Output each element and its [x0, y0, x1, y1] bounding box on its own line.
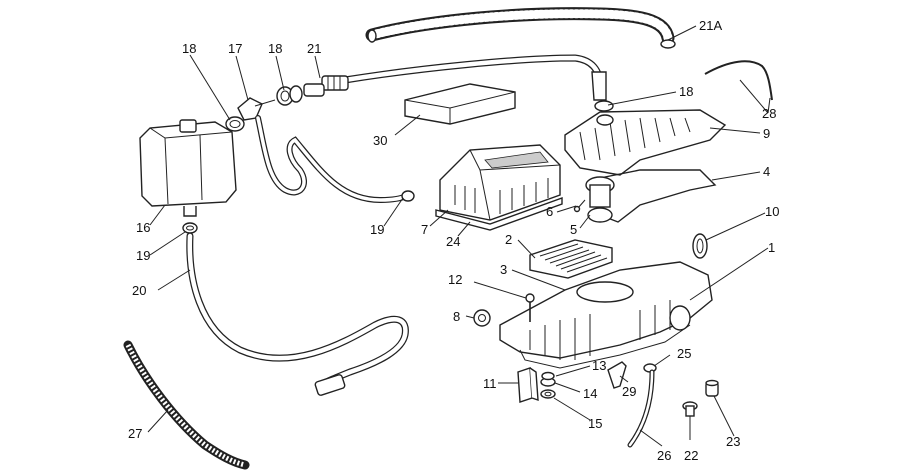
label-21: 21: [307, 41, 321, 56]
label-26: 26: [657, 448, 671, 463]
sleeve-23: [705, 379, 719, 397]
washer-8: [473, 309, 491, 327]
filter-element-2: [529, 239, 613, 279]
label-22: 22: [684, 448, 698, 463]
clamp-19-tank: [182, 222, 198, 234]
cover-7: [439, 144, 561, 221]
label-23: 23: [726, 434, 740, 449]
label-30: 30: [373, 133, 387, 148]
label-10: 10: [765, 204, 779, 219]
label-29: 29: [622, 384, 636, 399]
valve-5: [573, 176, 615, 223]
hose-vent-loop: [255, 115, 415, 204]
hose-20: [186, 232, 409, 396]
label-28: 28: [762, 106, 776, 121]
bracket-29: [607, 361, 627, 389]
bracket-11: [517, 367, 539, 403]
gasket-4: [599, 169, 717, 223]
label-16: 16: [136, 220, 150, 235]
label-14: 14: [583, 386, 597, 401]
wire-28: [704, 60, 773, 101]
label-18b: 18: [268, 41, 282, 56]
oring-10: [692, 233, 708, 259]
label-27: 27: [128, 426, 142, 441]
label-19a: 19: [136, 248, 150, 263]
label-3: 3: [500, 262, 507, 277]
label-12: 12: [448, 272, 462, 287]
label-7: 7: [421, 222, 428, 237]
label-2: 2: [505, 232, 512, 247]
label-9: 9: [763, 126, 770, 141]
filter-pad-30: [404, 83, 516, 125]
label-20: 20: [132, 283, 146, 298]
label-4: 4: [763, 164, 770, 179]
reservoir-16: [139, 119, 237, 217]
housing-1: [499, 261, 713, 369]
washer-14: [540, 371, 556, 387]
plug-22: [682, 401, 698, 417]
label-8: 8: [453, 309, 460, 324]
label-18c: 18: [679, 84, 693, 99]
hose-21a: [365, 7, 676, 49]
fitting-17: [237, 97, 276, 121]
label-6: 6: [546, 204, 553, 219]
washer-15: [540, 389, 556, 399]
label-24: 24: [446, 234, 460, 249]
label-17: 17: [228, 41, 242, 56]
hose-21: [303, 54, 607, 101]
clamp-18-right: [594, 100, 614, 112]
hose-27: [123, 340, 250, 470]
label-5: 5: [570, 222, 577, 237]
label-25: 25: [677, 346, 691, 361]
label-13: 13: [592, 358, 606, 373]
label-18a: 18: [182, 41, 196, 56]
top-cover-9: [564, 109, 727, 176]
clamp-18-left: [225, 116, 245, 132]
label-21A: 21A: [699, 18, 722, 33]
label-1: 1: [768, 240, 775, 255]
label-11: 11: [483, 376, 497, 391]
callout-labels: 21A 18 17 18 21 18 28 9 30 4 16 19 19 6 …: [128, 18, 779, 463]
gasket-24: [435, 197, 563, 231]
clamp-18-top: [276, 85, 303, 106]
label-19b: 19: [370, 222, 384, 237]
leader-lines: [147, 25, 771, 447]
label-15: 15: [588, 416, 602, 431]
hose-26: [627, 369, 655, 448]
